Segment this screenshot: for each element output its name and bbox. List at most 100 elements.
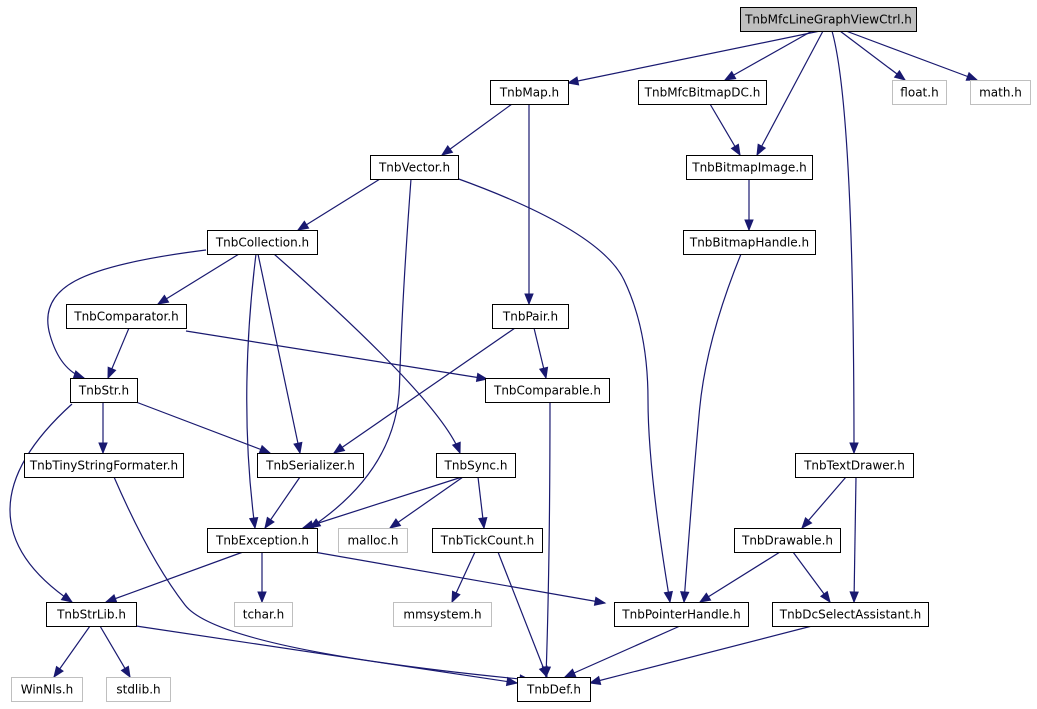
node-box[interactable] [795, 453, 914, 478]
edge-line [257, 253, 301, 454]
node-box[interactable] [436, 453, 516, 478]
edge-collection-to-comparator [156, 253, 240, 305]
node-box[interactable] [70, 378, 138, 403]
edge-arrowhead [451, 441, 461, 455]
node-malloc[interactable]: malloc.h [338, 528, 408, 553]
edge-arrowhead [563, 668, 577, 678]
node-box[interactable] [207, 528, 318, 553]
node-comparable[interactable]: TnbComparable.h [485, 378, 610, 403]
node-label: TnbTinyStringFormater.h [29, 459, 178, 473]
node-pointerhandle[interactable]: TnbPointerHandle.h [614, 602, 749, 627]
node-pair[interactable]: TnbPair.h [492, 304, 569, 329]
node-tickcount[interactable]: TnbTickCount.h [432, 528, 543, 553]
edge-sync-to-tickcount [477, 476, 488, 530]
node-box[interactable] [257, 453, 364, 478]
node-tchar[interactable]: tchar.h [234, 602, 293, 627]
node-vector[interactable]: TnbVector.h [370, 155, 459, 180]
node-label: WinNls.h [21, 683, 74, 697]
node-box[interactable] [207, 230, 318, 255]
node-box[interactable] [24, 453, 184, 478]
edge-line [845, 30, 978, 81]
node-box[interactable] [234, 602, 293, 627]
node-box[interactable] [970, 80, 1031, 105]
edge-arrowhead [524, 293, 534, 306]
edge-line [273, 253, 461, 454]
node-def[interactable]: TnbDef.h [517, 677, 591, 702]
node-strlib[interactable]: TnbStrLib.h [46, 602, 137, 627]
edge-line [724, 30, 813, 81]
edge-comparable-to-def [541, 401, 552, 679]
node-bitmapdc[interactable]: TnbMfcBitmapDC.h [638, 80, 767, 105]
node-serializer[interactable]: TnbSerializer.h [257, 453, 364, 478]
node-box[interactable] [686, 155, 813, 180]
node-label: TnbSync.h [444, 459, 508, 473]
node-label: TnbBitmapImage.h [691, 161, 807, 175]
node-tinystr[interactable]: TnbTinyStringFormater.h [24, 453, 184, 478]
node-box[interactable] [338, 528, 408, 553]
edge-line [105, 551, 244, 603]
node-box[interactable] [638, 80, 767, 105]
node-box[interactable] [614, 602, 749, 627]
edge-comparator-to-str [107, 327, 130, 380]
node-map[interactable]: TnbMap.h [490, 80, 569, 105]
edge-sync-to-malloc [388, 476, 464, 529]
node-box[interactable] [11, 677, 83, 702]
node-box[interactable] [740, 7, 917, 32]
edge-line [135, 625, 518, 684]
edge-line [589, 625, 813, 684]
node-box[interactable] [393, 602, 492, 627]
edge-line [47, 249, 207, 379]
node-sync[interactable]: TnbSync.h [436, 453, 516, 478]
node-label: TnbSerializer.h [265, 459, 355, 473]
edge-vector-to-pointerhandle [455, 177, 673, 604]
node-box[interactable] [517, 677, 591, 702]
edge-vector-to-collection [296, 178, 381, 231]
node-box[interactable] [892, 80, 947, 105]
node-box[interactable] [485, 378, 610, 403]
node-mmsystem[interactable]: mmsystem.h [393, 602, 492, 627]
node-str[interactable]: TnbStr.h [70, 378, 138, 403]
node-collection[interactable]: TnbCollection.h [207, 230, 318, 255]
edge-tickcount-to-def [497, 551, 548, 679]
edge-line [389, 476, 464, 529]
node-bitmapimage[interactable]: TnbBitmapImage.h [686, 155, 813, 180]
edge-line [831, 30, 855, 454]
edge-line [699, 551, 781, 603]
node-box[interactable] [66, 304, 187, 329]
node-box[interactable] [734, 528, 841, 553]
node-bitmaphandle[interactable]: TnbBitmapHandle.h [683, 230, 816, 255]
node-comparator[interactable]: TnbComparator.h [66, 304, 187, 329]
node-box[interactable] [46, 602, 137, 627]
node-box[interactable] [490, 80, 569, 105]
node-exception[interactable]: TnbException.h [207, 528, 318, 553]
node-box[interactable] [106, 677, 171, 702]
node-box[interactable] [772, 602, 929, 627]
node-box[interactable] [492, 304, 569, 329]
edge-line [497, 551, 548, 678]
edge-arrowhead [72, 370, 86, 380]
edge-collection-to-exception [246, 253, 259, 530]
node-winnls[interactable]: WinNls.h [11, 677, 83, 702]
node-math[interactable]: math.h [970, 80, 1031, 105]
node-label: TnbComparator.h [73, 310, 179, 324]
edge-arrowhead [440, 144, 454, 156]
edge-bitmaphandle-to-pointerhandle [680, 253, 742, 604]
node-main[interactable]: TnbMfcLineGraphViewCtrl.h [740, 7, 917, 32]
node-box[interactable] [370, 155, 459, 180]
node-box[interactable] [432, 528, 543, 553]
node-drawable[interactable]: TnbDrawable.h [734, 528, 841, 553]
node-label: TnbPointerHandle.h [621, 608, 740, 622]
edge-arrowhead [588, 675, 602, 685]
node-box[interactable] [683, 230, 816, 255]
edge-arrowhead [849, 442, 859, 455]
edge-arrowhead [593, 596, 607, 606]
node-stdlib[interactable]: stdlib.h [106, 677, 171, 702]
edge-line [157, 253, 240, 305]
edge-arrowhead [332, 443, 346, 454]
node-label: TnbTextDrawer.h [803, 459, 905, 473]
node-textdrawer[interactable]: TnbTextDrawer.h [795, 453, 914, 478]
node-dcselect[interactable]: TnbDcSelectAssistant.h [772, 602, 929, 627]
node-float[interactable]: float.h [892, 80, 947, 105]
edge-arrowhead [965, 71, 979, 81]
